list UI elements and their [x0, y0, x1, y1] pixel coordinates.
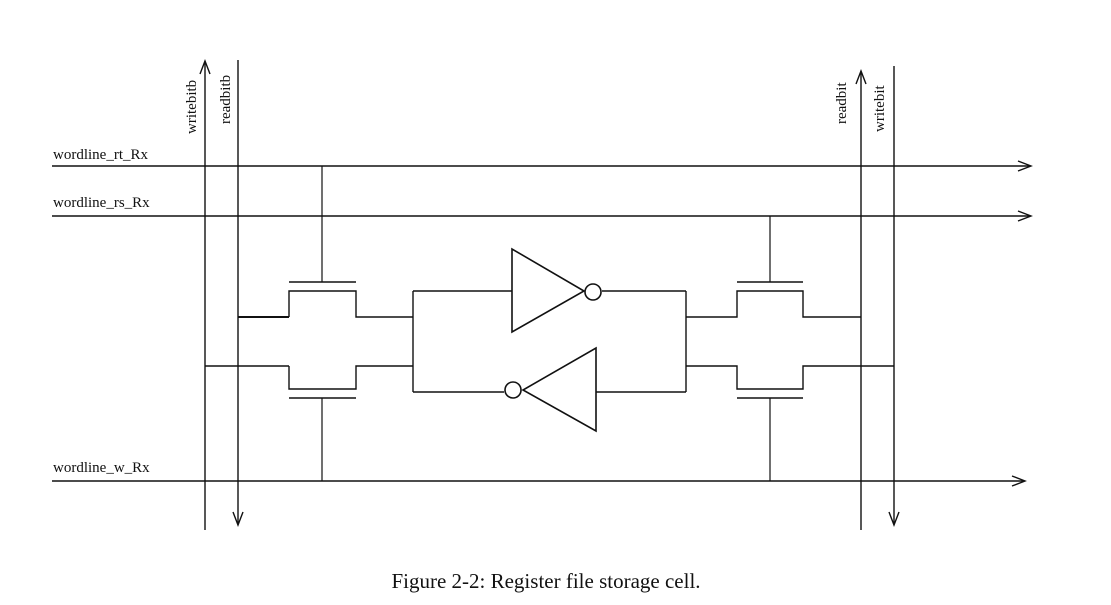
bitline-writebit [888, 66, 900, 527]
transistor-write-right [686, 365, 894, 481]
inverter-top [511, 247, 602, 334]
latch-loop [412, 290, 687, 393]
bitline-readbitb [232, 60, 244, 527]
transistor-read-left [238, 166, 413, 318]
writebit-label: writebit [872, 85, 888, 132]
wordline-w [52, 475, 1027, 487]
wordline-w-label: wordline_w_Rx [53, 460, 150, 476]
figure-caption: Figure 2-2: Register file storage cell. [391, 569, 700, 593]
wordline-rs-label: wordline_rs_Rx [53, 195, 150, 211]
wordline-rt [52, 160, 1033, 172]
writebitb-label: writebitb [184, 80, 200, 134]
transistor-read-right [686, 216, 861, 318]
readbitb-label: readbitb [218, 75, 234, 124]
wordline-rs [52, 210, 1033, 222]
bitline-readbit [855, 69, 867, 530]
wordline-rt-label: wordline_rt_Rx [53, 147, 148, 163]
readbit-label: readbit [834, 82, 850, 124]
transistor-write-left [205, 365, 413, 481]
bitline-writebitb [199, 59, 211, 530]
inverter-bottom [504, 346, 597, 433]
